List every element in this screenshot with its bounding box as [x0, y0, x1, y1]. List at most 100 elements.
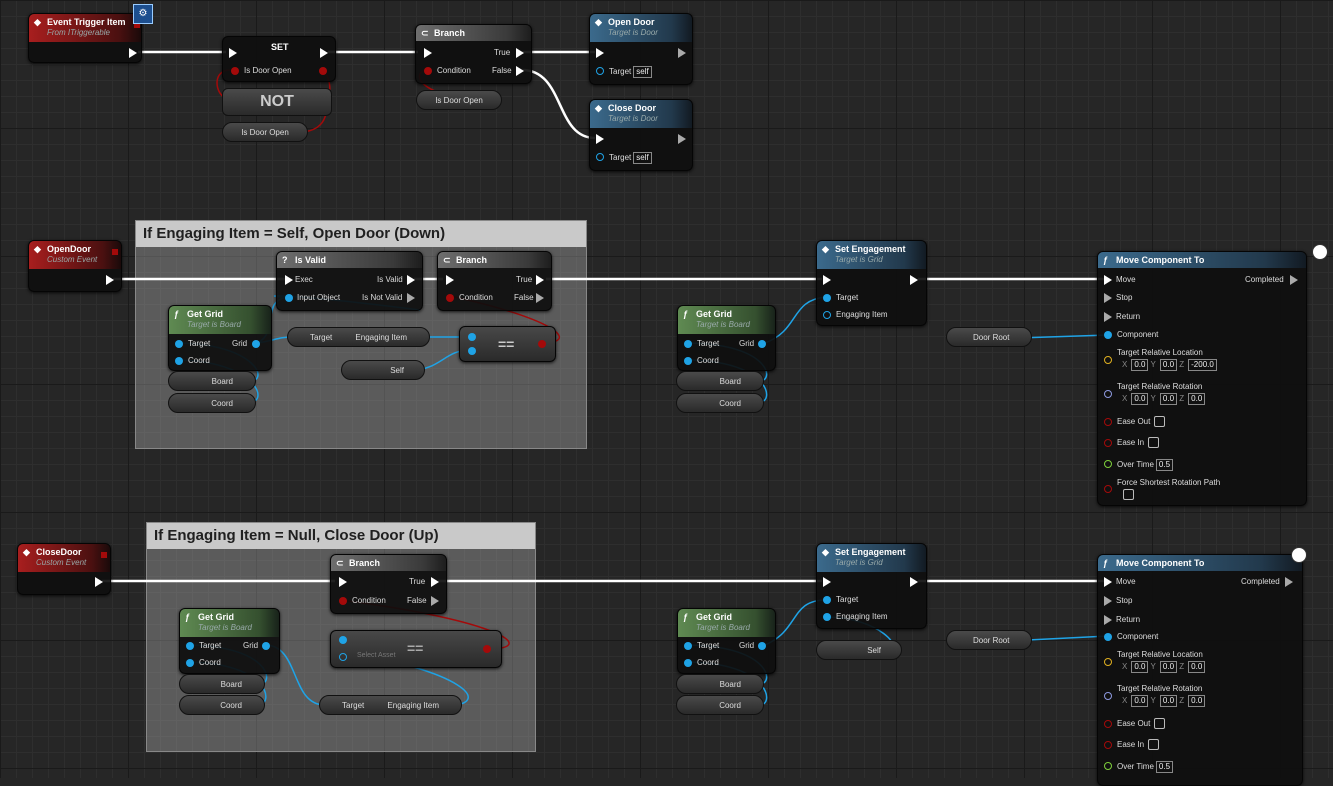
equals-node[interactable]: == Select Asset: [330, 630, 502, 668]
rotation-pin[interactable]: [1104, 390, 1112, 398]
over-time-pin[interactable]: [1104, 762, 1112, 770]
a-pin[interactable]: [339, 636, 347, 644]
is-valid-exec-pin[interactable]: [407, 275, 415, 285]
door-root-getter[interactable]: Door Root: [946, 327, 1032, 347]
move-exec-pin[interactable]: [1104, 577, 1112, 587]
force-rotation-checkbox[interactable]: [1123, 489, 1134, 500]
target-pin[interactable]: [186, 642, 194, 650]
grid-out-pin[interactable]: [252, 340, 260, 348]
ease-out-checkbox[interactable]: [1154, 416, 1165, 427]
false-exec-pin[interactable]: [431, 596, 439, 606]
get-grid-node[interactable]: ƒ Get Grid Target is Board Target Grid C…: [168, 305, 272, 371]
set-engagement-node[interactable]: ◆ Set Engagement Target is Grid Target E…: [816, 543, 927, 629]
exec-in-pin[interactable]: [823, 577, 831, 587]
set-node[interactable]: SET Is Door Open: [222, 36, 336, 82]
true-exec-pin[interactable]: [516, 48, 524, 58]
coord-pin[interactable]: [186, 659, 194, 667]
result-pin[interactable]: [483, 645, 491, 653]
condition-pin[interactable]: [339, 597, 347, 605]
grid-out-pin[interactable]: [758, 642, 766, 650]
ease-in-pin[interactable]: [1104, 439, 1112, 447]
set-engagement-node[interactable]: ◆ Set Engagement Target is Grid Target E…: [816, 240, 927, 326]
exec-in-pin[interactable]: [596, 134, 604, 144]
exec-out-pin[interactable]: [910, 275, 918, 285]
exec-in-pin[interactable]: [229, 48, 237, 58]
target-pin[interactable]: [175, 340, 183, 348]
target-pin[interactable]: [684, 340, 692, 348]
engaging-item-getter[interactable]: Target Engaging Item: [287, 327, 430, 347]
engaging-item-pin[interactable]: [823, 311, 831, 319]
coord-getter[interactable]: Coord: [676, 695, 764, 715]
exec-out-pin[interactable]: [106, 275, 114, 285]
target-pin[interactable]: [596, 153, 604, 161]
exec-in-pin[interactable]: [285, 275, 293, 285]
not-node[interactable]: NOT: [222, 88, 332, 116]
exec-out-pin[interactable]: [129, 48, 137, 58]
delegate-pin[interactable]: [134, 22, 140, 28]
exec-in-pin[interactable]: [339, 577, 347, 587]
completed-exec-pin[interactable]: [1285, 577, 1293, 587]
over-time-pin[interactable]: [1104, 460, 1112, 468]
move-component-to-node[interactable]: ƒ Move Component To Move Completed Stop …: [1097, 547, 1307, 786]
return-exec-pin[interactable]: [1104, 615, 1112, 625]
location-pin[interactable]: [1104, 658, 1112, 666]
over-time-value[interactable]: 0.5: [1155, 459, 1174, 471]
exec-out-pin[interactable]: [678, 48, 686, 58]
target-pin[interactable]: [596, 67, 604, 75]
stop-exec-pin[interactable]: [1104, 293, 1112, 303]
door-root-getter[interactable]: Door Root: [946, 630, 1032, 650]
get-grid-node[interactable]: ƒ Get Grid Target is Board Target Grid C…: [677, 305, 776, 371]
get-grid-node[interactable]: ƒ Get Grid Target is Board Target Grid C…: [179, 608, 280, 674]
stop-exec-pin[interactable]: [1104, 596, 1112, 606]
close-door-event-node[interactable]: ◆ CloseDoor Custom Event: [17, 543, 111, 595]
exec-out-pin[interactable]: [678, 134, 686, 144]
open-door-event-node[interactable]: ◆ OpenDoor Custom Event: [28, 240, 122, 292]
component-pin[interactable]: [1104, 633, 1112, 641]
get-grid-node[interactable]: ƒ Get Grid Target is Board Target Grid C…: [677, 608, 776, 674]
ease-in-pin[interactable]: [1104, 741, 1112, 749]
grid-out-pin[interactable]: [262, 642, 270, 650]
ease-out-checkbox[interactable]: [1154, 718, 1165, 729]
exec-out-pin[interactable]: [95, 577, 103, 587]
is-door-open-getter[interactable]: Is Door Open: [416, 90, 502, 110]
over-time-value[interactable]: 0.5: [1155, 761, 1174, 773]
grid-out-pin[interactable]: [758, 340, 766, 348]
branch-node[interactable]: ⊂ Branch True Condition False: [437, 251, 552, 311]
bool-out-pin[interactable]: [319, 67, 327, 75]
coord-pin[interactable]: [175, 357, 183, 365]
exec-in-pin[interactable]: [596, 48, 604, 58]
delegate-pin[interactable]: [101, 552, 107, 558]
ease-out-pin[interactable]: [1104, 720, 1112, 728]
branch-node[interactable]: ⊂ Branch True Condition False: [330, 554, 447, 614]
coord-getter[interactable]: Coord: [179, 695, 265, 715]
input-object-pin[interactable]: [285, 294, 293, 302]
equals-node[interactable]: ==: [459, 326, 556, 362]
b-pin[interactable]: [339, 653, 347, 661]
force-rotation-pin[interactable]: [1104, 485, 1112, 493]
board-getter[interactable]: Board: [676, 674, 764, 694]
bool-in-pin[interactable]: [231, 67, 239, 75]
target-pin[interactable]: [684, 642, 692, 650]
exec-out-pin[interactable]: [910, 577, 918, 587]
location-pin[interactable]: [1104, 356, 1112, 364]
component-pin[interactable]: [1104, 331, 1112, 339]
completed-exec-pin[interactable]: [1290, 275, 1298, 285]
is-valid-node[interactable]: ? Is Valid Exec Is Valid Input Object Is…: [276, 251, 423, 311]
exec-out-pin[interactable]: [320, 48, 328, 58]
true-exec-pin[interactable]: [431, 577, 439, 587]
result-pin[interactable]: [538, 340, 546, 348]
engaging-item-getter[interactable]: Target Engaging Item: [319, 695, 462, 715]
exec-in-pin[interactable]: [446, 275, 454, 285]
move-component-to-node[interactable]: ƒ Move Component To Move Completed Stop …: [1097, 244, 1328, 506]
engaging-item-pin[interactable]: [823, 613, 831, 621]
true-exec-pin[interactable]: [536, 275, 544, 285]
coord-getter[interactable]: Coord: [676, 393, 764, 413]
ease-out-pin[interactable]: [1104, 418, 1112, 426]
